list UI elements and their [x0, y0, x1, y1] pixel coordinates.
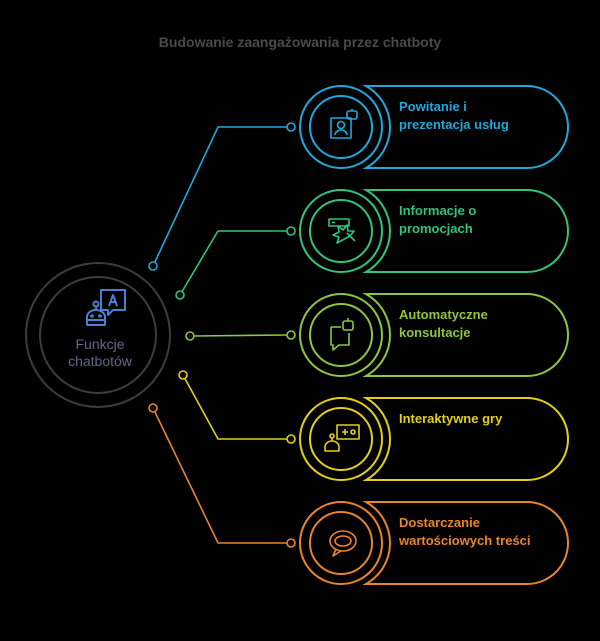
item-outer-ring [299, 501, 383, 585]
diagram-title: Budowanie zaangażowania przez chatboty [159, 34, 442, 50]
speech-bubble-icon [329, 530, 357, 557]
connector-3 [185, 330, 296, 341]
item-label-line1: Powitanie i [399, 99, 467, 114]
item-outer-ring [299, 293, 383, 377]
item-2: Informacje o promocjach [299, 189, 569, 273]
item-5: Dostarczanie wartościowych treści [299, 501, 569, 585]
item-label-line1: Interaktywne gry [399, 411, 503, 426]
item-pill [362, 293, 569, 377]
chat-bot-icon [330, 318, 354, 351]
item-label-line2: prezentacja usług [399, 117, 509, 132]
connector-5 [148, 403, 296, 548]
item-1: Powitanie i prezentacja usług [299, 85, 569, 169]
item-label-line2: promocjach [399, 221, 473, 236]
item-label-line2: konsultacje [399, 325, 471, 340]
item-3: Automatyczne konsultacje [299, 293, 569, 377]
item-inner-ring [309, 407, 373, 471]
item-pill [362, 85, 569, 169]
item-inner-ring [309, 303, 373, 367]
item-pill [362, 189, 569, 273]
item-inner-ring [309, 511, 373, 575]
promo-burst-icon [328, 218, 356, 244]
item-outer-ring [299, 397, 383, 481]
item-label-line2: wartościowych treści [398, 533, 531, 548]
connector-4 [178, 370, 296, 444]
gamepad-bot-icon [324, 424, 360, 452]
item-4: Interaktywne gry [299, 397, 569, 481]
item-pill [362, 501, 569, 585]
item-outer-ring [299, 85, 383, 169]
item-label-line1: Dostarczanie [399, 515, 480, 530]
chatbot-translate-icon [86, 289, 126, 326]
item-label-line1: Informacje o [399, 203, 476, 218]
connector-1 [148, 122, 296, 271]
connector-2 [175, 226, 296, 300]
center-label-line1: Funkcje [75, 336, 124, 352]
item-label-line1: Automatyczne [399, 307, 488, 322]
center-label-line2: chatbotów [68, 353, 133, 369]
center-node: Funkcje chatbotów [25, 262, 171, 408]
item-pill [362, 397, 569, 481]
item-inner-ring [309, 199, 373, 263]
item-inner-ring [309, 95, 373, 159]
item-outer-ring [299, 189, 383, 273]
user-bot-icon [330, 109, 358, 139]
